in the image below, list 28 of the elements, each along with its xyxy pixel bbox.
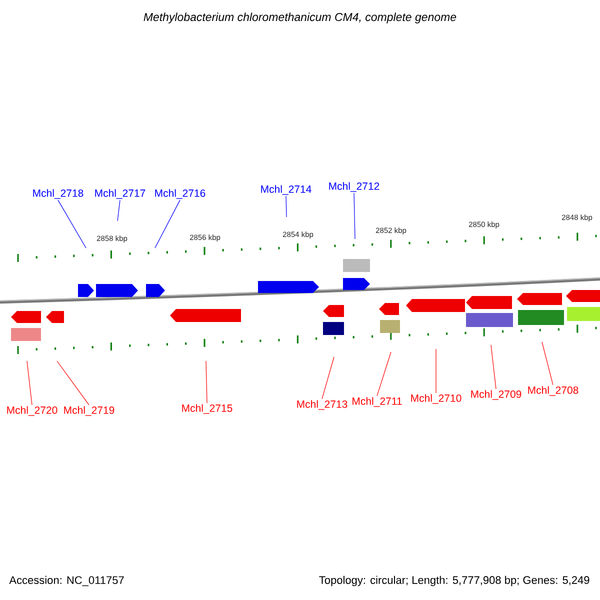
leader-line xyxy=(354,192,356,240)
gene-label: Mchl_2719 xyxy=(64,406,114,416)
gene-label: Mchl_2712 xyxy=(329,182,380,192)
leader-line xyxy=(376,352,392,396)
gene-label: Mchl_2711 xyxy=(352,397,402,407)
title: Methylobacterium chloromethanicum CM4, complete genome xyxy=(144,12,456,24)
gene-label: Mchl_2708 xyxy=(528,386,578,396)
leader-line xyxy=(286,196,287,218)
footer-text: Accession: NC_011757 xyxy=(9,576,124,586)
leader-line xyxy=(542,342,554,386)
gene-label: Mchl_2720 xyxy=(7,406,58,416)
gene-label: Mchl_2709 xyxy=(471,390,522,400)
gene-label: Mchl_2718 xyxy=(33,189,84,199)
leader-line xyxy=(322,356,334,400)
gene-label: Mchl_2717 xyxy=(95,189,146,199)
leader-line xyxy=(26,360,32,406)
gene-label: Mchl_2710 xyxy=(411,394,462,404)
leader-line xyxy=(58,200,86,248)
leader-line xyxy=(154,200,180,248)
leader-line xyxy=(206,360,208,404)
gene-label: Mchl_2714 xyxy=(261,185,312,195)
leader-line xyxy=(117,200,120,222)
gene-label: Mchl_2713 xyxy=(297,400,348,410)
gene-label: Mchl_2716 xyxy=(155,189,206,199)
leader-line xyxy=(490,344,496,390)
footer-text: Topology: circular; Length: 5,777,908 bp; Genes: 5,249 xyxy=(319,576,590,586)
gene-label: Mchl_2715 xyxy=(182,404,232,414)
leader-line xyxy=(56,360,90,406)
